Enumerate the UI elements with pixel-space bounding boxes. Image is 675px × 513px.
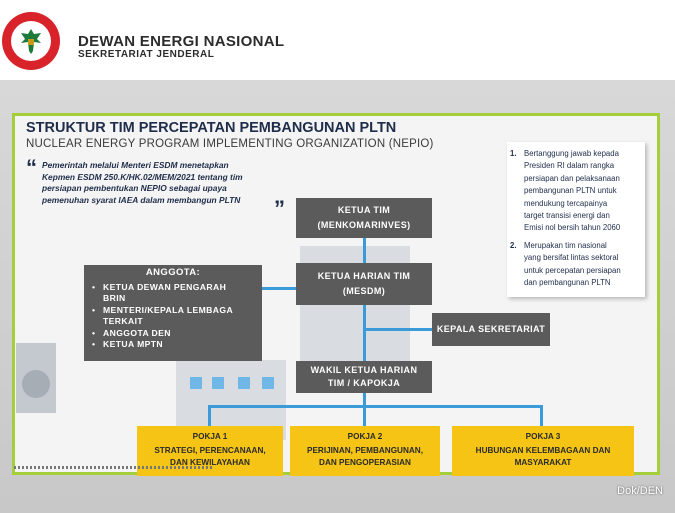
- bg-window: [212, 377, 224, 389]
- note-line: Merupakan tim nasional: [524, 241, 607, 250]
- pokja-desc: MASYARAKAT: [514, 458, 572, 467]
- kepala-sekretariat-box: KEPALA SEKRETARIAT: [432, 313, 550, 346]
- quote-line: Pemerintah melalui Menteri ESDM menetapk…: [42, 160, 229, 170]
- note-line: Emisi nol bersih tahun 2060: [524, 223, 621, 233]
- anggota-box: ANGGOTA: •KETUA DEWAN PENGARAH BRIN •MEN…: [84, 265, 262, 361]
- close-quote-icon: ”: [274, 196, 285, 221]
- quote-text: Pemerintah melalui Menteri ESDM menetapk…: [42, 160, 282, 206]
- bg-window: [190, 377, 202, 389]
- org-name: DEWAN ENERGI NASIONAL: [78, 33, 285, 50]
- bg-window: [262, 377, 274, 389]
- note-line: target transisi energi dan: [524, 211, 610, 221]
- anggota-list: •KETUA DEWAN PENGARAH BRIN •MENTERI/KEPA…: [92, 282, 233, 350]
- note-line: dan pembangunan PLTN: [524, 278, 611, 288]
- pokja-desc: PERIJINAN, PEMBANGUNAN,: [306, 446, 423, 455]
- quote-line: persiapan pembentukan NEPIO sebagai upay…: [42, 183, 227, 194]
- ketua-tim-label: KETUA TIM: [337, 205, 391, 215]
- wakil-ketua-label: WAKIL KETUA HARIAN: [310, 365, 418, 375]
- pokja-desc: STRATEGI, PERENCANAAN,: [154, 446, 266, 455]
- video-progress-track[interactable]: [14, 466, 214, 469]
- wakil-ketua-box: WAKIL KETUA HARIAN TIM / KAPOKJA: [296, 361, 432, 393]
- quote-line: Kepmen ESDM 250.K/HK.02/MEM/2021 tentang…: [42, 171, 243, 182]
- note-line: Bertanggung jawab kepada: [524, 149, 619, 158]
- anggota-item: •KETUA MPTN: [92, 339, 164, 350]
- ketua-tim-box: KETUA TIM (MENKOMARINVES): [296, 198, 432, 238]
- bg-window: [238, 377, 250, 389]
- wakil-ketua-sub: TIM / KAPOKJA: [327, 378, 401, 388]
- connector-line: [540, 405, 543, 426]
- anggota-title: ANGGOTA:: [145, 267, 201, 278]
- note-line: untuk percepatan persiapan: [524, 265, 621, 275]
- slide-subtitle: NUCLEAR ENERGY PROGRAM IMPLEMENTING ORGA…: [26, 138, 434, 150]
- open-quote-icon: “: [26, 155, 37, 180]
- header-bar: DEWAN ENERGI NASIONAL SEKRETARIAT JENDER…: [0, 0, 675, 80]
- ketua-tim-sub: (MENKOMARINVES): [317, 220, 411, 230]
- photo-credit: Dok/DEN: [617, 485, 663, 497]
- slide-title: STRUKTUR TIM PERCEPATAN PEMBANGUNAN PLTN: [26, 120, 397, 136]
- connector-line: [363, 393, 366, 407]
- anggota-item: TERKAIT: [103, 316, 144, 327]
- anggota-item: BRIN: [103, 293, 126, 304]
- pokja-label: POKJA 2: [347, 432, 383, 441]
- pokja-desc: DAN KEWILAYAHAN: [170, 458, 250, 467]
- anggota-item: •ANGGOTA DEN: [92, 327, 171, 338]
- note-line: persiapan dan pelaksanaan: [524, 173, 620, 183]
- note-line: Presiden RI dalam rangka: [524, 161, 615, 171]
- connector-line: [363, 238, 366, 263]
- anggota-item: •KETUA DEWAN PENGARAH: [92, 282, 227, 292]
- connector-line: [208, 405, 543, 408]
- pokja-3-box: POKJA 3 HUBUNGAN KELEMBAGAAN DAN MASYARA…: [452, 426, 634, 476]
- note-number: 2.: [510, 241, 517, 250]
- anggota-item: •MENTERI/KEPALA LEMBAGA: [92, 304, 234, 315]
- kepala-sekretariat-label: KEPALA SEKRETARIAT: [436, 324, 546, 334]
- pokja-label: POKJA 3: [525, 432, 561, 441]
- pokja-desc: HUBUNGAN KELEMBAGAAN DAN: [475, 446, 611, 455]
- ketua-harian-label: KETUA HARIAN TIM: [317, 271, 411, 281]
- connector-line: [208, 405, 211, 426]
- note-number: 1.: [510, 149, 517, 158]
- quote-line: pemenuhan syarat IAEA dalam membangun PL…: [42, 194, 241, 205]
- pokja-desc: DAN PENGOPERASIAN: [319, 458, 411, 467]
- note-line: yang bersifat lintas sektoral: [524, 253, 619, 263]
- garuda-emblem-icon: [21, 29, 41, 54]
- connector-line: [363, 328, 432, 331]
- org-subtitle: SEKRETARIAT JENDERAL: [78, 49, 215, 60]
- connector-line: [363, 305, 366, 361]
- note-line: pembangunan PLTN untuk: [524, 186, 617, 196]
- den-logo: [2, 12, 60, 70]
- pokja-label: POKJA 1: [192, 432, 228, 441]
- radiation-icon: [22, 370, 50, 398]
- connector-line: [262, 287, 296, 290]
- pokja-2-box: POKJA 2 PERIJINAN, PEMBANGUNAN, DAN PENG…: [290, 426, 440, 476]
- note-line: mendukung tercapainya: [524, 198, 608, 208]
- connector-line: [363, 405, 366, 426]
- notes-box: 1. Bertanggung jawab kepada Presiden RI …: [507, 142, 645, 297]
- ketua-harian-box: KETUA HARIAN TIM (MESDM): [296, 263, 432, 305]
- ketua-harian-sub: (MESDM): [342, 286, 386, 296]
